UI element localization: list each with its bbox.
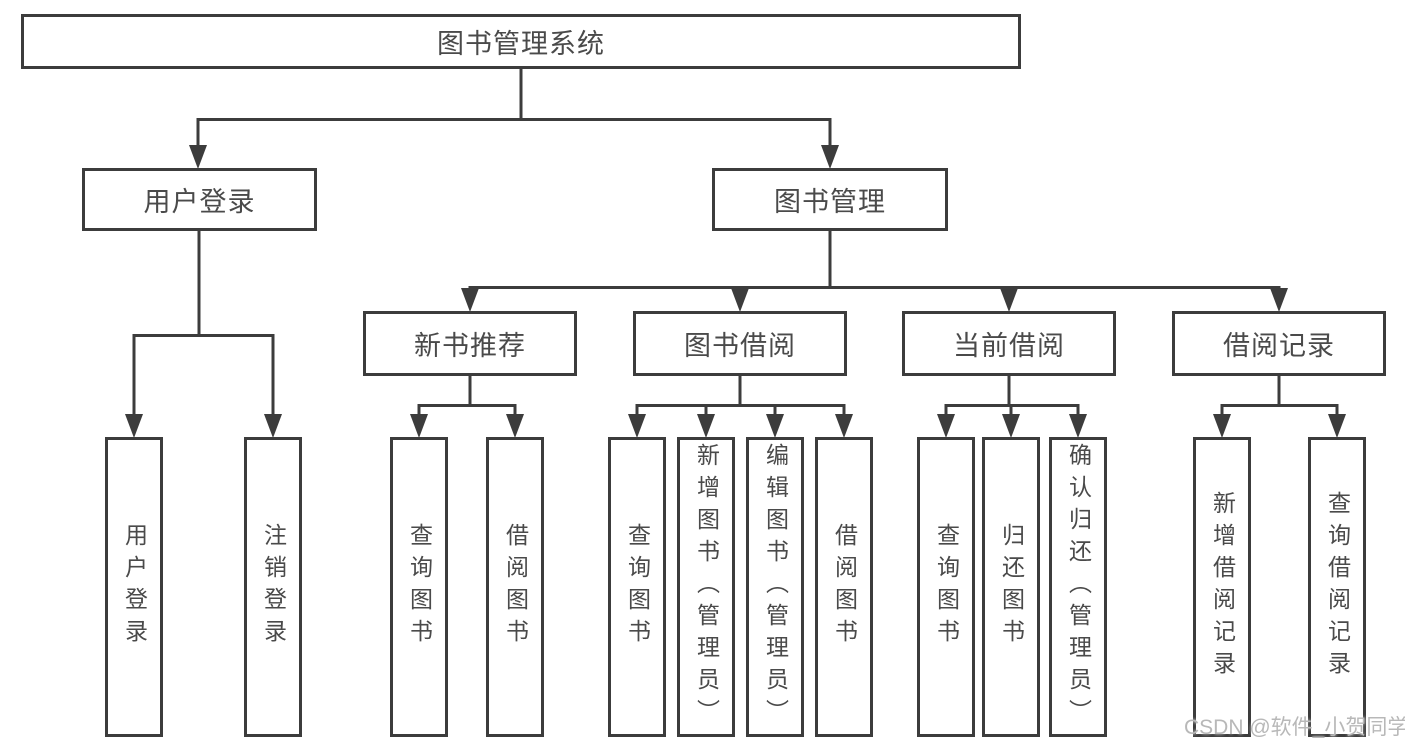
node-label: 注销登录 <box>260 523 287 651</box>
arrow-down-icon <box>731 288 749 312</box>
leaf-borrow-books-1: 借阅图书 <box>486 437 544 737</box>
leaf-borrow-books-2: 借阅图书 <box>815 437 873 737</box>
arrow-down-icon <box>835 414 853 438</box>
leaf-query-borrow-record: 查询借阅记录 <box>1308 437 1366 737</box>
arrow-down-icon <box>461 288 479 312</box>
node-book-management: 图书管理 <box>712 168 948 231</box>
connector-userlogin-to-leaves <box>132 230 275 416</box>
connector-bookborrow-to-leaves <box>635 375 846 416</box>
node-label: 当前借阅 <box>953 331 1065 361</box>
leaf-edit-books-admin: 编辑图书（管理员） <box>746 437 804 737</box>
node-label: 新增借阅记录 <box>1209 491 1236 683</box>
leaf-query-books-2: 查询图书 <box>608 437 666 737</box>
connector-bookmgmt-to-level2 <box>468 231 1281 292</box>
arrow-down-icon <box>697 414 715 438</box>
node-label: 新书推荐 <box>414 331 526 361</box>
node-book-borrowing: 图书借阅 <box>633 311 847 376</box>
node-label: 新增图书（管理员） <box>693 443 720 731</box>
node-label: 编辑图书（管理员） <box>762 443 789 731</box>
node-user-login: 用户登录 <box>82 168 317 231</box>
leaf-return-books: 归还图书 <box>982 437 1040 737</box>
arrow-down-icon <box>1002 414 1020 438</box>
arrow-down-icon <box>410 414 428 438</box>
leaf-add-books-admin: 新增图书（管理员） <box>677 437 735 737</box>
connector-currentborrow-to-leaves <box>944 375 1080 416</box>
node-label: 归还图书 <box>998 523 1025 651</box>
arrow-down-icon <box>1069 414 1087 438</box>
node-label: 查询图书 <box>406 523 433 651</box>
node-borrowing-records: 借阅记录 <box>1172 311 1386 376</box>
arrow-down-icon <box>1328 414 1346 438</box>
leaf-add-borrow-record: 新增借阅记录 <box>1193 437 1251 737</box>
node-root-system: 图书管理系统 <box>21 14 1021 69</box>
connector-newbook-to-leaves <box>417 375 517 416</box>
node-label: 图书管理 <box>774 187 886 217</box>
arrow-down-icon <box>506 414 524 438</box>
leaf-query-books-3: 查询图书 <box>917 437 975 737</box>
arrow-down-icon <box>628 414 646 438</box>
node-label: 用户登录 <box>121 523 148 651</box>
node-label: 查询借阅记录 <box>1324 491 1351 683</box>
node-label: 用户登录 <box>143 187 256 217</box>
node-label: 查询图书 <box>624 523 651 651</box>
node-label: 图书借阅 <box>684 331 796 361</box>
leaf-confirm-return-admin: 确认归还（管理员） <box>1049 437 1107 737</box>
arrow-down-icon <box>125 414 143 438</box>
node-new-book-recommend: 新书推荐 <box>363 311 577 376</box>
node-label: 借阅图书 <box>502 523 529 651</box>
leaf-query-books-1: 查询图书 <box>390 437 448 737</box>
node-label: 查询图书 <box>933 523 960 651</box>
arrow-down-icon <box>821 145 839 169</box>
node-label: 借阅记录 <box>1223 331 1335 361</box>
node-label: 图书管理系统 <box>437 29 605 59</box>
connector-root-to-level1 <box>196 68 832 147</box>
arrow-down-icon <box>937 414 955 438</box>
arrow-down-icon <box>1270 288 1288 312</box>
csdn-watermark: CSDN @软件_小贺同学 <box>1184 716 1405 739</box>
arrow-down-icon <box>1000 288 1018 312</box>
arrow-down-icon <box>766 414 784 438</box>
node-current-borrowing: 当前借阅 <box>902 311 1116 376</box>
leaf-user-login: 用户登录 <box>105 437 163 737</box>
connector-records-to-leaves <box>1220 375 1339 416</box>
node-label: 借阅图书 <box>831 523 858 651</box>
arrow-down-icon <box>189 145 207 169</box>
node-label: 确认归还（管理员） <box>1065 443 1092 731</box>
arrow-down-icon <box>1213 414 1231 438</box>
leaf-logout: 注销登录 <box>244 437 302 737</box>
arrow-down-icon <box>264 414 282 438</box>
